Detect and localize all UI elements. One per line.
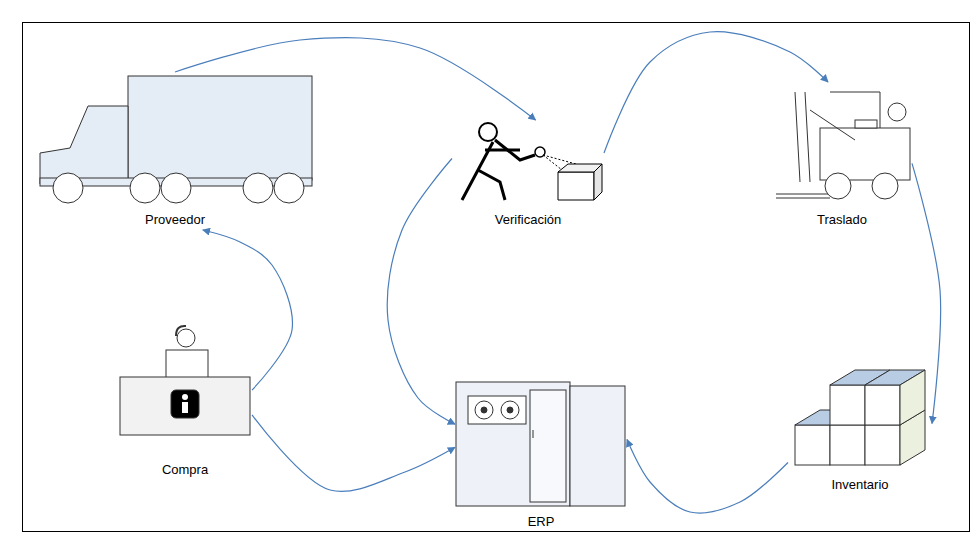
boxes-illustration-part [830,385,865,425]
truck-illustration-part [53,173,83,203]
forklift-illustration-part [795,92,810,182]
truck-illustration-part [40,106,128,184]
buyer-illustration-part [182,394,188,400]
node-label: ERP [455,514,627,530]
flow-arrow [203,230,293,390]
process-node: Proveedor [36,72,314,230]
node-label: Proveedor [36,212,314,228]
frame [23,23,970,532]
boxes-illustration-part [865,385,900,425]
buyer-illustration-part [176,326,186,336]
server-illustration-part [530,390,566,502]
truck-illustration-part [243,173,273,203]
server-illustration-part [475,401,493,419]
boxes-illustration [795,370,925,465]
truck-illustration [40,76,312,203]
buyer-illustration-part [120,377,250,435]
forklift-illustration [776,92,910,199]
inspector-illustration-part [485,149,520,152]
inspector-illustration [462,123,602,200]
inspector-illustration-part [558,172,594,200]
forklift-illustration-part [888,103,906,121]
truck-illustration-part [128,76,312,180]
flow-arrow [604,32,828,153]
truck-illustration-part [130,173,160,203]
process-node: Compra [118,325,252,480]
boxes-illustration-part [795,425,830,465]
flow-arrow [175,38,536,120]
forklift-illustration-part [825,173,851,199]
forklift-illustration-part [855,120,877,128]
buyer-illustration-part [171,390,199,418]
process-node: Traslado [772,82,912,230]
server-illustration-part [481,407,487,413]
buyer-illustration-part [177,329,195,347]
node-label: Traslado [772,212,912,228]
forklift-illustration-part [820,128,910,180]
flow-arrow [627,440,788,513]
node-label: Compra [118,462,252,478]
buyer-illustration-part [166,350,208,378]
boxes-illustration-part [865,425,900,465]
server-illustration-part [501,401,519,419]
server-illustration [456,382,625,506]
server-illustration-part [468,396,526,424]
truck-illustration-part [161,173,191,203]
process-node: Inventario [788,365,932,495]
buyer-illustration-part [182,402,188,413]
node-label: Inventario [788,477,932,493]
server-illustration-part [507,407,513,413]
process-node: Verificación [452,120,604,230]
server-illustration-part [533,430,534,438]
server-illustration-part [570,386,625,506]
forklift-illustration-part [810,110,855,140]
server-illustration-part [456,382,570,506]
truck-illustration-part [274,173,304,203]
forklift-illustration-part [776,194,830,198]
forklift-illustration-part [830,92,880,128]
process-node: ERP [455,378,627,532]
inspector-illustration-part [478,170,505,200]
boxes-illustration-part [830,425,865,465]
node-label: Verificación [452,212,604,228]
flow-arrow [912,163,941,423]
forklift-illustration-part [872,173,898,199]
inspector-illustration-part [594,164,602,200]
flow-arrow [252,415,455,492]
boxes-illustration-part [900,370,925,425]
flow-arrow [387,159,455,425]
inspector-illustration-part [479,123,497,141]
buyer-illustration [120,326,250,435]
